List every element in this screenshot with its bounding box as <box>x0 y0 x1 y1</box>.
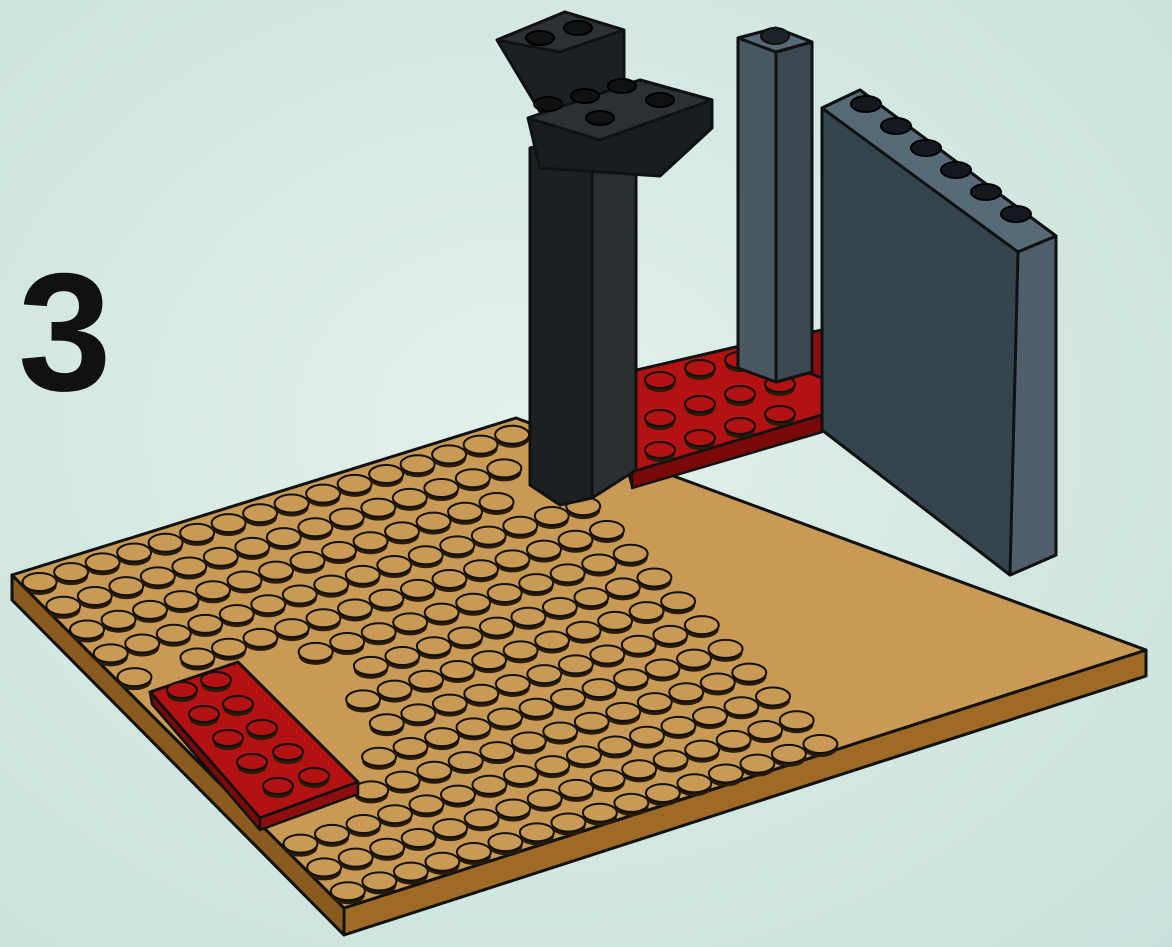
step-number: 3 <box>18 248 109 416</box>
black-pillar-icon <box>530 140 636 505</box>
dark-grey-column-icon <box>738 28 812 382</box>
